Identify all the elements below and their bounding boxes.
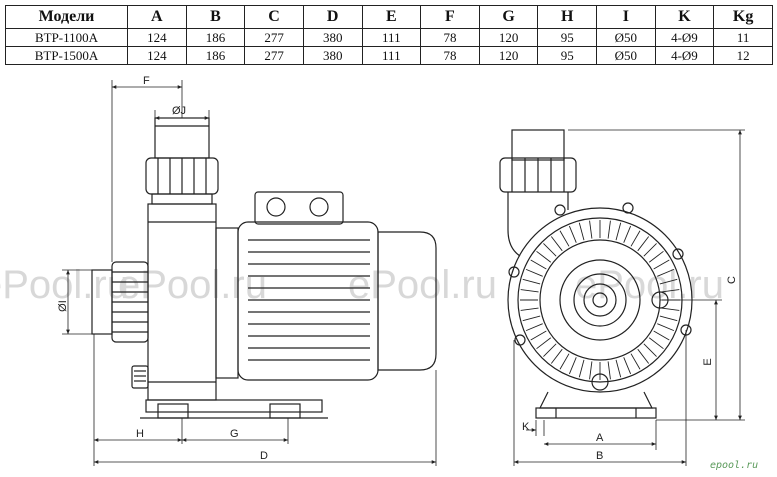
fin-line [589, 361, 593, 380]
cell-g: 120 [478, 46, 539, 65]
fin-line [550, 348, 563, 364]
fin-line [659, 315, 678, 322]
col-header-d: D [302, 5, 363, 29]
front-fins [520, 220, 680, 380]
fin-line [630, 230, 641, 247]
dim-label-i: ØI [57, 300, 69, 312]
dim-label-j: ØJ [172, 105, 186, 117]
fin-line [578, 222, 585, 241]
fin-line [568, 225, 577, 243]
col-header-e: E [361, 5, 422, 29]
fin-line [615, 222, 622, 241]
fin-line [568, 357, 577, 375]
col-header-model: Модели [5, 5, 128, 29]
dim-label-h: H [136, 428, 144, 440]
fin-line [648, 250, 664, 263]
logo-box [706, 456, 772, 472]
fin-line [657, 323, 675, 332]
cell-k: 4-Ø9 [654, 46, 715, 65]
dim-label-f: F [143, 75, 150, 87]
fin-line [543, 343, 557, 357]
fin-line [522, 278, 541, 285]
cell-kg: 11 [713, 28, 773, 47]
fin-line [520, 289, 539, 293]
fin-line [536, 250, 552, 263]
fin-line [559, 230, 570, 247]
col-header-a: A [127, 5, 187, 29]
fin-line [623, 357, 632, 375]
cell-k: 4-Ø9 [654, 28, 715, 47]
cell-a: 124 [127, 46, 187, 65]
cell-model: BTP-1500A [5, 46, 128, 65]
cell-c: 277 [244, 28, 304, 47]
col-header-k: K [654, 5, 715, 29]
front-view-dimensions [513, 129, 745, 466]
fin-line [607, 220, 611, 239]
fin-line [637, 348, 650, 364]
fin-line [643, 243, 657, 257]
fin-line [623, 225, 632, 243]
table-row: BTP-1100A 124 186 277 380 111 78 120 95 … [5, 28, 773, 47]
fin-line [525, 268, 543, 277]
fin-line [550, 236, 563, 252]
fin-line [589, 220, 593, 239]
cell-f: 78 [420, 28, 480, 47]
fin-line [615, 359, 622, 378]
fin-line [520, 307, 539, 311]
fin-line [607, 361, 611, 380]
fin-line [543, 243, 557, 257]
table-header-row: Модели A B C D E F G H I K Kg [5, 5, 773, 29]
watermark-text: ePool.ru [348, 263, 497, 307]
watermark-text: ePool.ru [118, 263, 267, 307]
dim-label-k: K [522, 421, 530, 433]
fin-line [661, 289, 680, 293]
fin-line [530, 330, 547, 341]
spec-table: Модели A B C D E F G H I K Kg BTP-1100A … [5, 5, 773, 65]
fin-line [637, 236, 650, 252]
fin-line [530, 259, 547, 270]
cell-kg: 12 [713, 46, 773, 65]
fin-line [536, 337, 552, 350]
cell-i: Ø50 [596, 46, 656, 65]
fin-line [657, 268, 675, 277]
fin-line [578, 359, 585, 378]
fin-line [653, 259, 670, 270]
dim-label-c: C [726, 276, 738, 284]
dim-label-d: D [260, 450, 268, 462]
side-view-dimensions [62, 80, 437, 466]
fin-line [643, 343, 657, 357]
dim-label-g: G [230, 428, 239, 440]
cell-h: 95 [537, 46, 597, 65]
cell-c: 277 [244, 46, 304, 65]
table-row: BTP-1500A 124 186 277 380 111 78 120 95 … [5, 46, 773, 65]
dim-label-a: A [596, 432, 604, 444]
fin-line [648, 337, 664, 350]
fin-line [653, 330, 670, 341]
cell-i: Ø50 [596, 28, 656, 47]
site-logo: epool.ru [710, 460, 758, 471]
pump-front-view [499, 129, 693, 419]
fin-line [559, 353, 570, 370]
fin-line [525, 323, 543, 332]
fin-line [522, 315, 541, 322]
cell-e: 111 [361, 46, 422, 65]
dim-label-b: B [596, 450, 603, 462]
fin-line [630, 353, 641, 370]
fin-line [661, 307, 680, 311]
dim-label-e: E [702, 358, 714, 365]
fin-line [659, 278, 678, 285]
cell-b: 186 [185, 46, 246, 65]
